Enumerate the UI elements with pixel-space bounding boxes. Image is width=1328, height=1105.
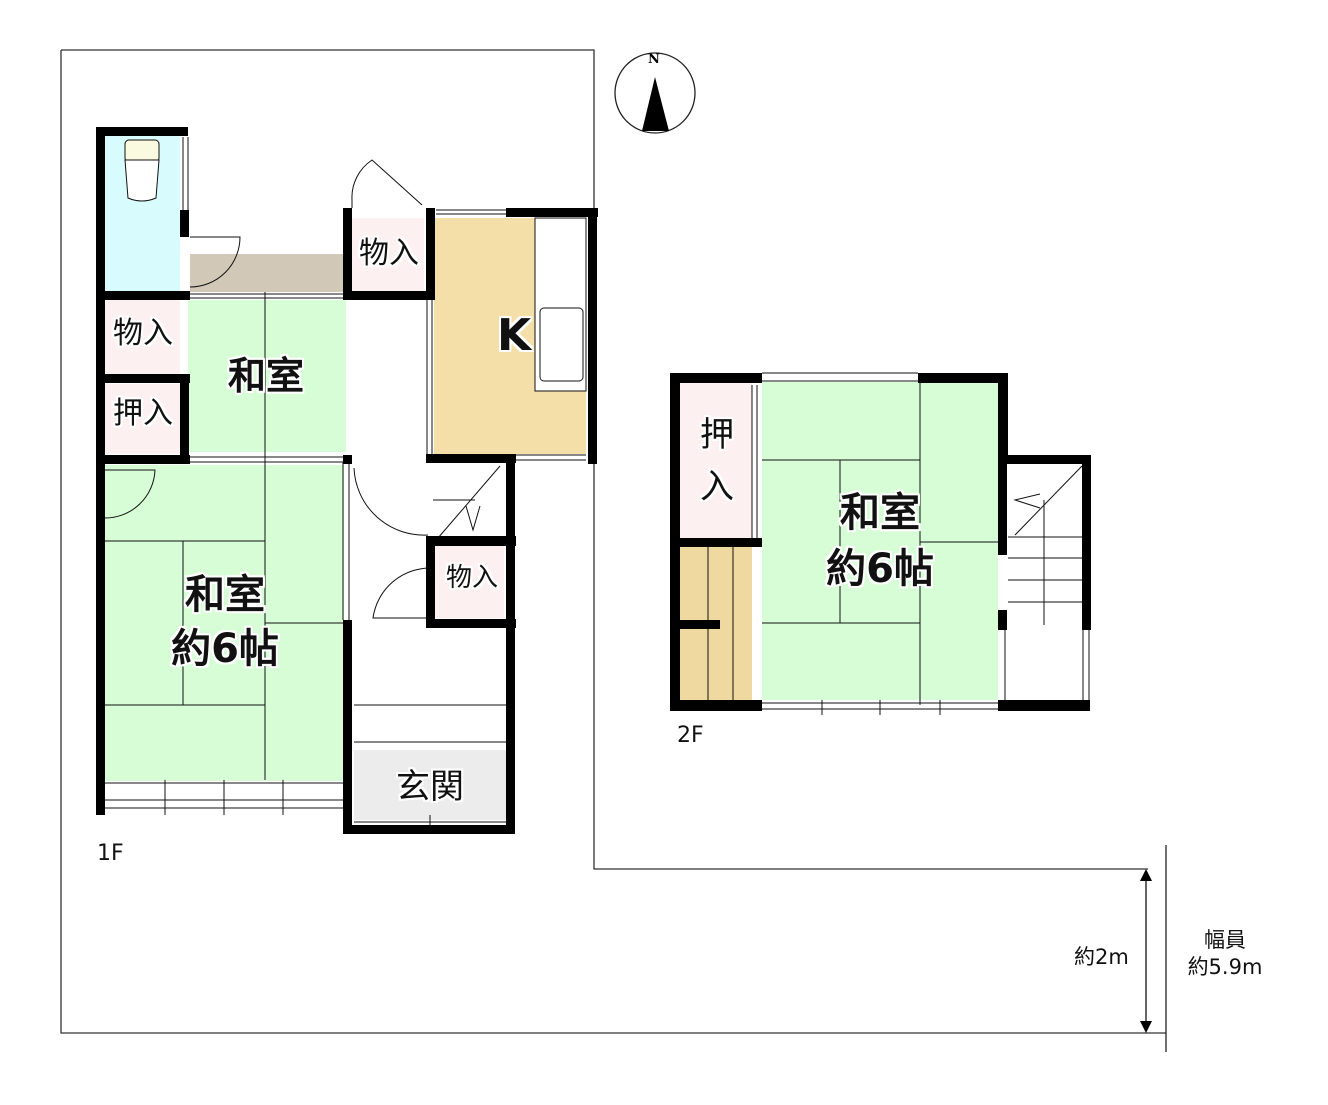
entrance-room (354, 750, 506, 820)
wall (506, 454, 515, 834)
wall (426, 619, 516, 628)
washitsu-main-label-line1: 和室 (185, 572, 265, 618)
closet-left-label: 押入 (113, 396, 173, 431)
entrance-label: 玄関 (396, 767, 464, 807)
wall (998, 455, 1007, 555)
wall (180, 374, 189, 464)
storage-top-label: 物入 (359, 236, 419, 271)
closet-2f-label-line2: 入 (700, 467, 734, 507)
wall (96, 291, 190, 300)
wall (343, 291, 435, 300)
washitsu-main-label-line2: 約6帖 (171, 626, 279, 672)
storage-left-label: 物入 (113, 316, 173, 351)
wall (343, 208, 352, 300)
compass-north-letter: N (648, 52, 660, 67)
wall (96, 127, 188, 136)
wall (180, 210, 189, 237)
wall (426, 536, 435, 628)
wall (426, 208, 435, 300)
wall (426, 454, 516, 463)
storage-hall-room (434, 546, 504, 618)
wall (343, 620, 352, 834)
north-arrow-icon (614, 52, 696, 134)
wall (426, 536, 516, 546)
wall (918, 373, 1008, 383)
washitsu-2f-room (762, 382, 998, 700)
closet-left-room (104, 384, 180, 454)
washitsu-small-label: 和室 (227, 354, 304, 398)
storage-top-room (352, 218, 424, 292)
storage-hall-label: 物入 (445, 563, 498, 593)
wall (96, 374, 190, 383)
floor-label-2f: 2F (677, 723, 704, 748)
closet-2f-room (680, 383, 752, 538)
wall (998, 455, 1090, 464)
wall (588, 208, 597, 464)
wall (343, 455, 352, 464)
setback-dimension-label: 約2m (1074, 945, 1129, 969)
washitsu-2f-label-line1: 和室 (840, 490, 920, 536)
wall (670, 620, 720, 629)
corridor-floor (190, 254, 344, 292)
toilet-room (104, 135, 180, 293)
storage-left-room (104, 300, 180, 375)
wall (670, 538, 762, 547)
wall (343, 825, 515, 834)
wall (998, 610, 1007, 630)
kitchen-label: K (496, 310, 532, 361)
wall (96, 455, 190, 464)
road-width-label-line2: 約5.9m (1187, 955, 1263, 979)
road-width-label-line1: 幅員 (1204, 928, 1246, 952)
floor-label-1f: 1F (97, 841, 124, 866)
wall (670, 373, 762, 383)
washitsu-2f-label-line2: 約6帖 (826, 546, 934, 592)
washitsu-main-room (104, 465, 344, 781)
compass: N (612, 50, 698, 136)
wall (96, 127, 105, 815)
wall (998, 700, 1090, 711)
wall (998, 373, 1008, 461)
wall (670, 700, 762, 711)
closet-2f-label-line1: 押 (700, 415, 734, 455)
wall (506, 208, 598, 217)
washitsu-small-room (188, 300, 346, 452)
wall (1082, 455, 1091, 630)
